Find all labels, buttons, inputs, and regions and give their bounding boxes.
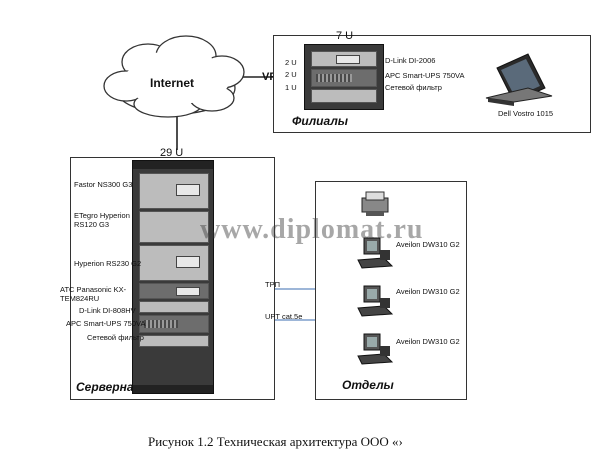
label-fastor: Fastor NS300 G3 [74, 180, 133, 189]
branch-device-filter: Сетевой фильтр [385, 83, 442, 92]
workstation-3 [357, 333, 394, 365]
server-room-title: Серверная [76, 380, 141, 394]
workstation-label-3: Aveilon DW310 G2 [396, 337, 460, 346]
workstation-2 [357, 285, 394, 317]
link-label-utp: UPT cat.5e [265, 312, 303, 321]
departments-frame [315, 181, 467, 400]
branch-rack [304, 44, 384, 110]
branch-unit-1: 2 U [285, 58, 297, 67]
branch-router [311, 51, 377, 67]
branch-title: Филиалы [292, 114, 349, 128]
workstation-label-1: Aveilon DW310 G2 [396, 240, 460, 249]
label-hyperion: Hyperion RS230 G2 [74, 259, 142, 268]
branch-rack-label: 7 U [336, 30, 354, 42]
server-hyperion [139, 245, 209, 281]
link-label-trp: ТРП [265, 280, 280, 289]
branch-device-ups: APC Smart-UPS 750VA [385, 71, 465, 80]
server-pbx [139, 283, 209, 299]
server-router [139, 301, 209, 313]
server-etegro [139, 211, 209, 243]
figure-caption: Рисунок 1.2 Техническая архитектура ООО … [148, 434, 403, 449]
watermark: www.diplomat.ru [200, 214, 424, 245]
workstation-1 [357, 237, 394, 269]
branch-unit-2: 2 U [285, 70, 297, 79]
branch-device-router: D-Link DI-2006 [385, 56, 436, 65]
server-filter [139, 335, 209, 347]
label-pbx: ATC Panasonic KX- TEM824RU [60, 285, 127, 303]
workstation-label-2: Aveilon DW310 G2 [396, 287, 460, 296]
laptop-label: Dell Vostro 1015 [498, 109, 554, 118]
server-fastor [139, 173, 209, 209]
branch-unit-3: 1 U [285, 83, 297, 92]
server-ups [139, 315, 209, 333]
label-router: D-Link DI-808HV [79, 306, 136, 315]
label-filter: Сетевой фильтр [87, 333, 144, 342]
branch-filter [311, 89, 377, 103]
label-ups: APC Smart-UPS 750VA [66, 319, 146, 328]
server-rack-label: 29 U [160, 147, 184, 159]
server-rack [132, 160, 214, 394]
internet-label: Internet [150, 76, 195, 90]
branch-ups [311, 69, 377, 87]
departments-title: Отделы [342, 378, 394, 392]
label-etegro: ETegro Hyperion RS120 G3 [74, 211, 130, 229]
